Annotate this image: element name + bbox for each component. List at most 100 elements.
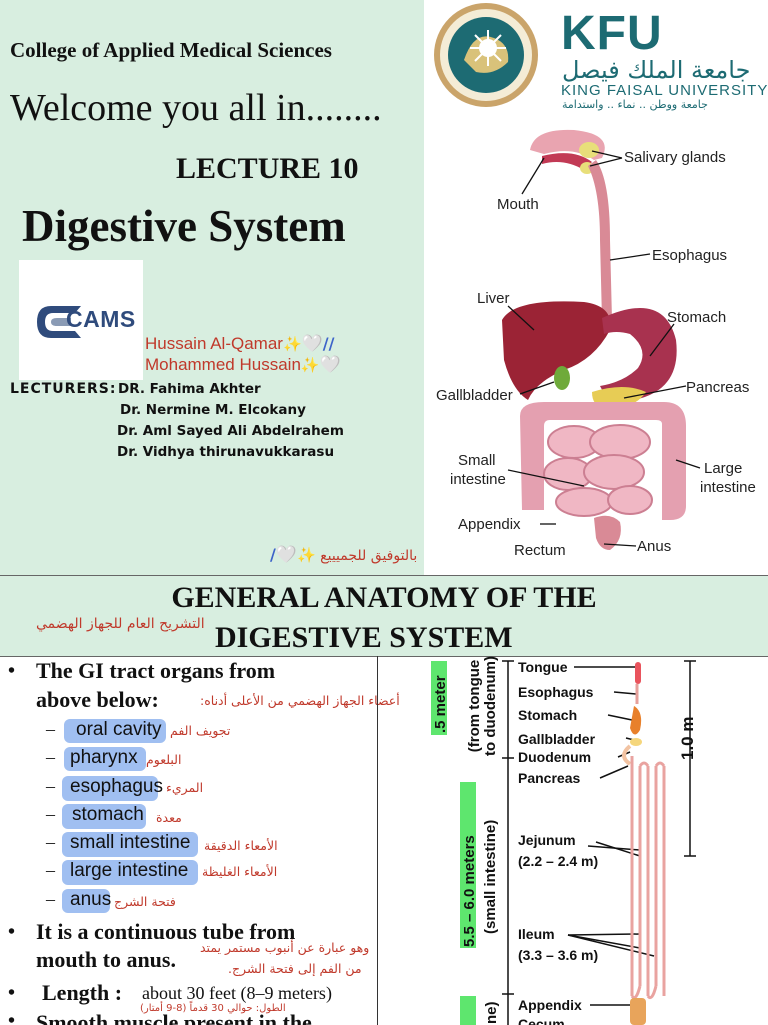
slide-title-line2: DIGESTIVE SYSTEM [215, 621, 513, 654]
list-dash: – [46, 719, 55, 739]
length-label: Length : [42, 980, 123, 1005]
slide-title-arabic: التشريح العام للجهاز الهضمي [36, 616, 205, 632]
list-dash: – [46, 832, 55, 852]
title-slide: College of Applied Medical Sciences Welc… [0, 0, 768, 575]
kfu-seal-logo [434, 3, 538, 107]
figure-label: (3.3 – 3.6 m) [518, 947, 599, 963]
organ-arabic: البلعوم [146, 752, 182, 767]
lecturers-label: LECTURERS: [10, 381, 117, 397]
label-esophagus: Esophagus [652, 247, 728, 264]
lecture-topic: Digestive System [22, 201, 346, 251]
title-slide-left-panel: College of Applied Medical Sciences Welc… [0, 0, 424, 575]
sparkle-icon: ✨ [300, 356, 320, 374]
dimension-highlight [460, 996, 476, 1025]
scale-label: 1.0 m [678, 716, 697, 760]
welcome-heading: Welcome you all in........ [10, 87, 382, 129]
label-appendix: Appendix [458, 516, 521, 533]
bullet-icon: • [8, 982, 16, 1004]
intro-arabic: أعضاء الجهاز الهضمي من الأعلى أدناه: [200, 693, 400, 708]
label-anus: Anus [637, 538, 672, 555]
organ-item: small intestine [70, 832, 191, 853]
author-label: Hussain Al-Qamar [145, 334, 283, 353]
organ-arabic: فتحة الشرج [114, 894, 176, 909]
figure-label: Appendix [518, 997, 582, 1013]
continuous-line: It is a continuous tube from [36, 919, 296, 944]
continuous-arabic: وهو عبارة عن أنبوب مستمر يمتد [200, 940, 370, 955]
author-name: Mohammed Hussain✨🤍 [145, 355, 341, 375]
heart-icon: 🤍 [275, 545, 298, 565]
highlight-mark [62, 804, 146, 829]
label-rectum: Rectum [514, 542, 566, 559]
good-luck-note: بالتوفيق للجميييع ✨🤍/ [270, 545, 417, 565]
figure-label: Jejunum [518, 832, 576, 848]
length-value: about 30 feet (8–9 meters) [142, 983, 332, 1003]
length-arabic: الطول: حوالي 30 قدماً (8-9 أمتار) [140, 1003, 286, 1014]
lecturer-name: Dr. Aml Sayed Ali Abdelrahem [117, 423, 344, 439]
organ-item: stomach [72, 804, 144, 825]
figure-label: Duodenum [518, 749, 592, 765]
label-line: Large [704, 460, 743, 477]
continuous-arabic: من الفم إلى فتحة الشرج. [228, 961, 362, 976]
label-salivary-glands: Salivary glands [624, 149, 726, 166]
figure-label: Cecum [518, 1016, 565, 1025]
lecture-number: LECTURE 10 [176, 152, 359, 185]
figure-lines [502, 660, 696, 1025]
label-mouth: Mouth [497, 196, 539, 213]
highlight-mark [62, 776, 158, 801]
organ-arabic: تجويف الفم [170, 723, 231, 738]
anatomy-slide: GENERAL ANATOMY OF THE DIGESTIVE SYSTEM … [0, 575, 768, 1025]
author-label: Mohammed Hussain [145, 355, 301, 374]
heart-icon: 🤍 [301, 334, 323, 354]
label-pancreas: Pancreas [686, 379, 750, 396]
college-name: College of Applied Medical Sciences [10, 38, 332, 62]
cams-swoosh-icon [37, 306, 81, 338]
lecturer-name: DR. Fahima Akhter [118, 381, 261, 397]
slide-title-bar: GENERAL ANATOMY OF THE DIGESTIVE SYSTEM … [0, 576, 768, 657]
label-line: intestine [450, 471, 506, 488]
label-line: Small [458, 452, 496, 469]
highlight-mark [64, 747, 146, 771]
figure-label: Tongue [518, 659, 568, 675]
intro-line: above below: [36, 687, 159, 712]
continuous-line: mouth to anus. [36, 947, 176, 972]
organ-item: esophagus [70, 776, 163, 797]
kfu-name-english: KING FAISAL UNIVERSITY [561, 82, 768, 99]
highlight-mark [62, 889, 110, 913]
list-dash: – [46, 860, 55, 880]
organ-arabic: المريء [166, 780, 204, 795]
cams-logo [19, 260, 143, 380]
smooth-muscle-line: Smooth muscle present in the [36, 1010, 312, 1025]
label-large-intestine: Large intestine [700, 460, 756, 496]
figure-label: Pancreas [518, 770, 581, 786]
highlight-mark [62, 832, 198, 857]
title-slide-right-panel: KFU جامعة الملك فيصل KING FAISAL UNIVERS… [424, 0, 768, 575]
label-line: intestine [700, 479, 756, 496]
bullet-icon: • [8, 660, 16, 682]
slide-title-line1: GENERAL ANATOMY OF THE [171, 581, 597, 614]
gi-tract-length-figure: .5 meter (from tongue to duodenum) 5.5 –… [377, 656, 768, 1025]
bullet-icon: • [8, 921, 16, 943]
organ-item: pharynx [70, 747, 138, 768]
organ-item: large intestine [70, 860, 189, 881]
label-small-intestine: Small intestine [450, 452, 506, 488]
list-dash: – [46, 776, 55, 796]
organ-arabic: معدة [156, 810, 182, 825]
figure-label: (2.2 – 2.4 m) [518, 853, 599, 869]
heart-icon: 🤍 [319, 355, 341, 375]
digestive-system-illustration [502, 129, 701, 550]
kfu-abbreviation: KFU [561, 7, 663, 60]
cams-logo-text: CAMS [66, 306, 136, 332]
bullet-icon: • [8, 1010, 16, 1025]
lecturer-name: Dr. Nermine M. Elcokany [120, 402, 306, 418]
kfu-slogan: جامعة ووطن .. نماء .. واستدامة [562, 98, 708, 111]
figure-label: Gallbladder [518, 731, 596, 747]
figure-label: Ileum [518, 926, 555, 942]
figure-label: Esophagus [518, 684, 594, 700]
label-stomach: Stomach [667, 309, 727, 326]
intro-line: The GI tract organs from [36, 658, 276, 683]
list-dash: – [46, 804, 55, 824]
organ-arabic: الأمعاء الدقيقة [204, 838, 278, 853]
good-luck-text: بالتوفيق للجميييع [320, 548, 418, 564]
sparkle-icon: ✨ [297, 546, 316, 564]
dimension-highlight [460, 782, 476, 948]
